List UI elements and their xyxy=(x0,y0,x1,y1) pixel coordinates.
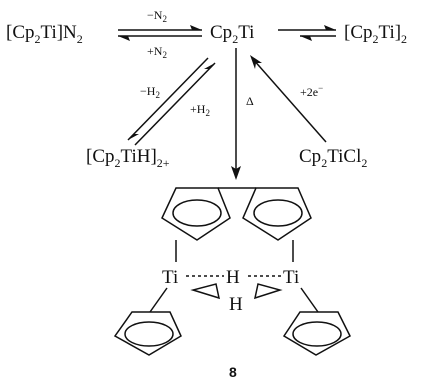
ti-left-label: Ti xyxy=(162,267,178,288)
equilibrium-arrow-h2 xyxy=(127,57,216,146)
wedge-right xyxy=(253,283,283,300)
cp-ring-bottom-right xyxy=(282,311,351,356)
fulvalene-ring-right xyxy=(242,187,312,241)
reduction-arrow xyxy=(250,55,327,143)
condition-minus-n2: −N2 xyxy=(147,8,167,24)
condition-heat: Δ xyxy=(246,94,254,108)
h-bridge-label: H xyxy=(226,267,240,288)
wedge-left xyxy=(190,283,221,300)
ti-left-bond-bottom xyxy=(149,287,168,313)
fulvalene-ring-left xyxy=(161,187,231,241)
condition-minus-h2: −H2 xyxy=(140,84,160,100)
species-cp2ti: Cp2Ti xyxy=(210,22,254,46)
cp-ring-bottom-left xyxy=(113,311,182,356)
species-dimer: [Cp2Ti]2 xyxy=(344,22,407,46)
condition-electrons: +2e− xyxy=(300,83,323,99)
species-hydride: [Cp2TiH]2+ xyxy=(86,146,170,170)
equilibrium-arrow-dimer xyxy=(278,25,336,41)
ti-right-bond-bottom xyxy=(300,287,319,313)
species-cp2tin2: [Cp2Ti]N2 xyxy=(6,22,83,46)
condition-plus-h2: +H2 xyxy=(190,102,210,118)
condition-plus-n2: +N2 xyxy=(147,44,167,60)
h-lower-label: H xyxy=(229,294,243,315)
species-dichloride: Cp2TiCl2 xyxy=(299,146,367,170)
ti-right-label: Ti xyxy=(283,267,299,288)
heat-arrow xyxy=(231,48,241,180)
compound-number: 8 xyxy=(229,364,237,380)
equilibrium-arrow-n2 xyxy=(118,25,202,41)
